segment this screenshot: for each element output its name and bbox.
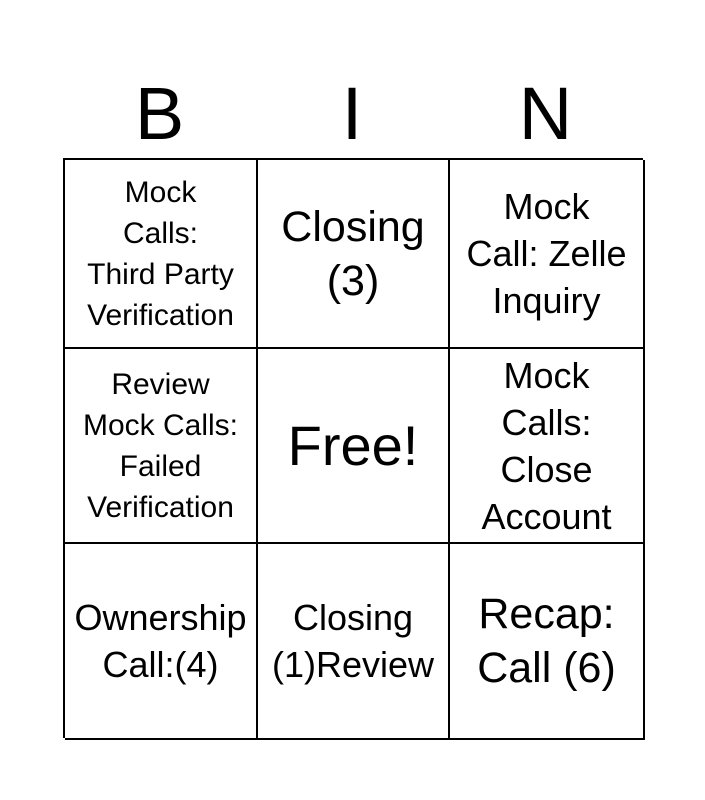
bingo-free-label: Free! [287, 413, 419, 477]
bingo-cell-r3c3[interactable]: Recap: Call (6) [450, 544, 645, 740]
bingo-cell-label: Review Mock Calls: Failed Verification [82, 367, 239, 524]
bingo-cell-label: Mock Call: Zelle Inquiry [466, 186, 627, 321]
bingo-cell-label: Mock Calls: Third Party Verification [87, 175, 234, 332]
bingo-grid: Mock Calls: Third Party Verification Clo… [63, 158, 645, 740]
bingo-cell-r3c1[interactable]: Ownership Call:(4) [65, 544, 258, 740]
bingo-cell-label: Recap: Call (6) [477, 590, 616, 692]
bingo-cell-r1c2[interactable]: Closing (3) [258, 160, 450, 349]
bingo-cell-r3c2[interactable]: Closing (1)Review [258, 544, 450, 740]
bingo-cell-r2c1[interactable]: Review Mock Calls: Failed Verification [65, 349, 258, 544]
bingo-header-letter-i: I [341, 72, 363, 155]
bingo-header-letter-n: N [518, 72, 573, 155]
bingo-cell-r1c3[interactable]: Mock Call: Zelle Inquiry [450, 160, 645, 349]
bingo-header-row: B I N [63, 62, 643, 154]
bingo-cell-label: Ownership Call:(4) [74, 597, 247, 685]
bingo-cell-free-space[interactable]: Free! [258, 349, 450, 544]
bingo-cell-label: Mock Calls: Close Account [481, 354, 612, 537]
bingo-cell-r1c1[interactable]: Mock Calls: Third Party Verification [65, 160, 258, 349]
bingo-header-letter-b: B [134, 72, 185, 155]
bingo-cell-label: Closing (3) [281, 202, 425, 305]
bingo-cell-r2c3[interactable]: Mock Calls: Close Account [450, 349, 645, 544]
bingo-cell-label: Closing (1)Review [271, 597, 435, 685]
